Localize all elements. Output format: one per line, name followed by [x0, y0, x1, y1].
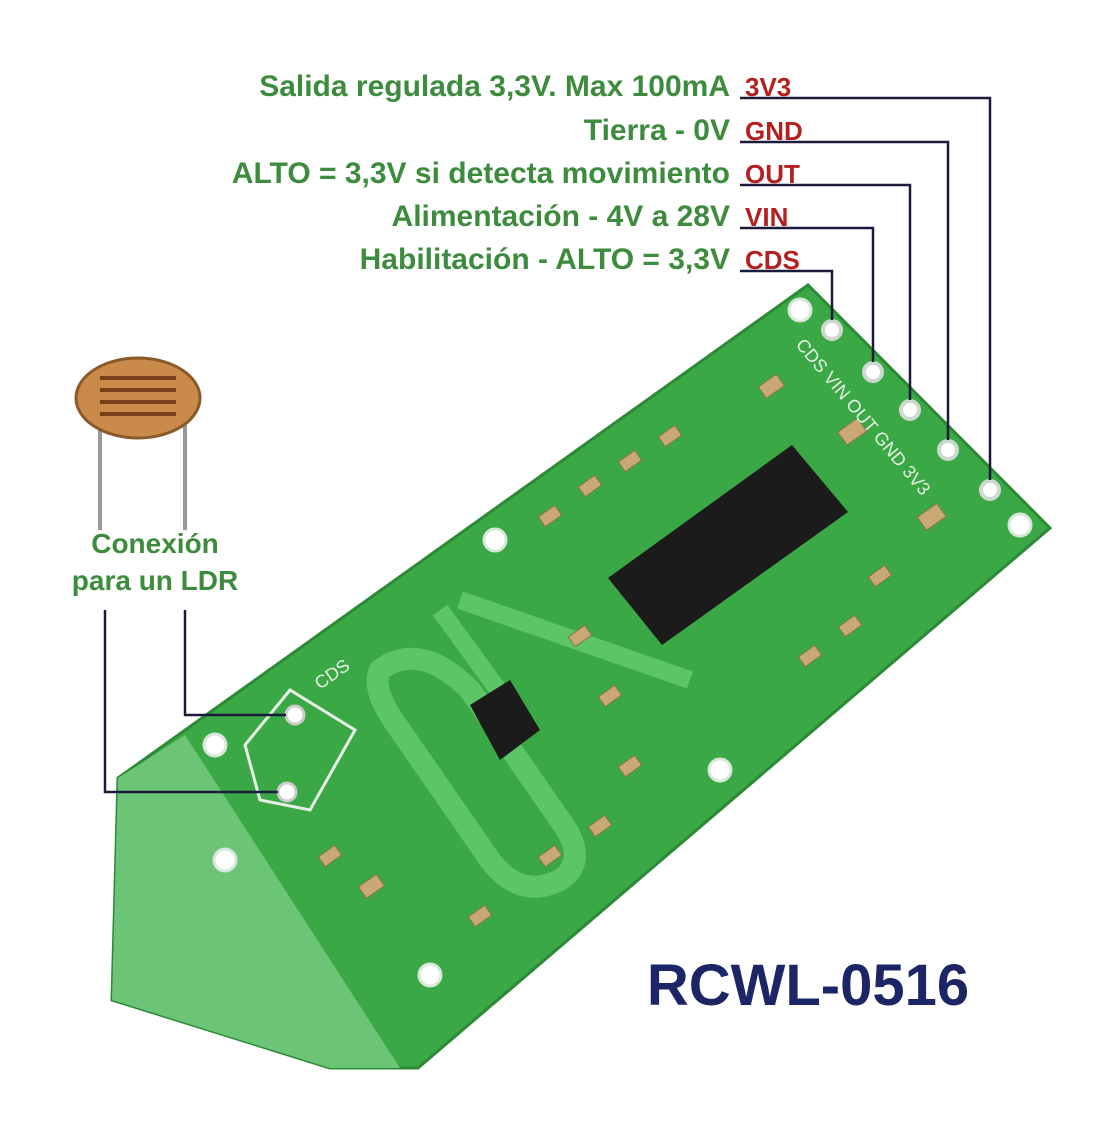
header-pins: [821, 319, 1001, 501]
pcb-board: CDS VIN OUT GND 3V3 CDS: [110, 283, 1053, 1070]
ldr-label-line2: para un LDR: [72, 565, 238, 596]
pin-leader-lines: [103, 96, 992, 794]
transistor: [470, 680, 540, 760]
pin-name-cds: CDS: [745, 245, 800, 275]
antenna-edge-strip: [112, 735, 400, 1068]
pin-description-3v3: Salida regulada 3,3V. Max 100mA: [259, 70, 730, 103]
ldr-photoresistor: [74, 356, 202, 530]
pin-description-out: ALTO = 3,3V si detecta movimiento: [232, 157, 730, 190]
smd-components: [317, 373, 947, 928]
pin-description-cds: Habilitación - ALTO = 3,3V: [360, 243, 730, 276]
pin-description-vin: Alimentación - 4V a 28V: [392, 200, 730, 233]
model-title: RCWL-0516: [647, 953, 969, 1018]
ldr-pad: [276, 781, 298, 803]
mounting-holes: [202, 297, 1033, 988]
pin-labels: Salida regulada 3,3V. Max 100mA 3V3 Tier…: [232, 70, 803, 276]
pin-name-gnd: GND: [745, 116, 803, 146]
pin-name-vin: VIN: [745, 202, 788, 232]
pin-name-out: OUT: [745, 159, 800, 189]
ic-chip: [608, 445, 848, 645]
ldr-label-line1: Conexión: [91, 528, 219, 559]
ldr-pad: [284, 704, 306, 726]
pin-name-3v3: 3V3: [745, 72, 791, 102]
pin-description-gnd: Tierra - 0V: [584, 114, 730, 147]
antenna-trace: [366, 647, 586, 898]
